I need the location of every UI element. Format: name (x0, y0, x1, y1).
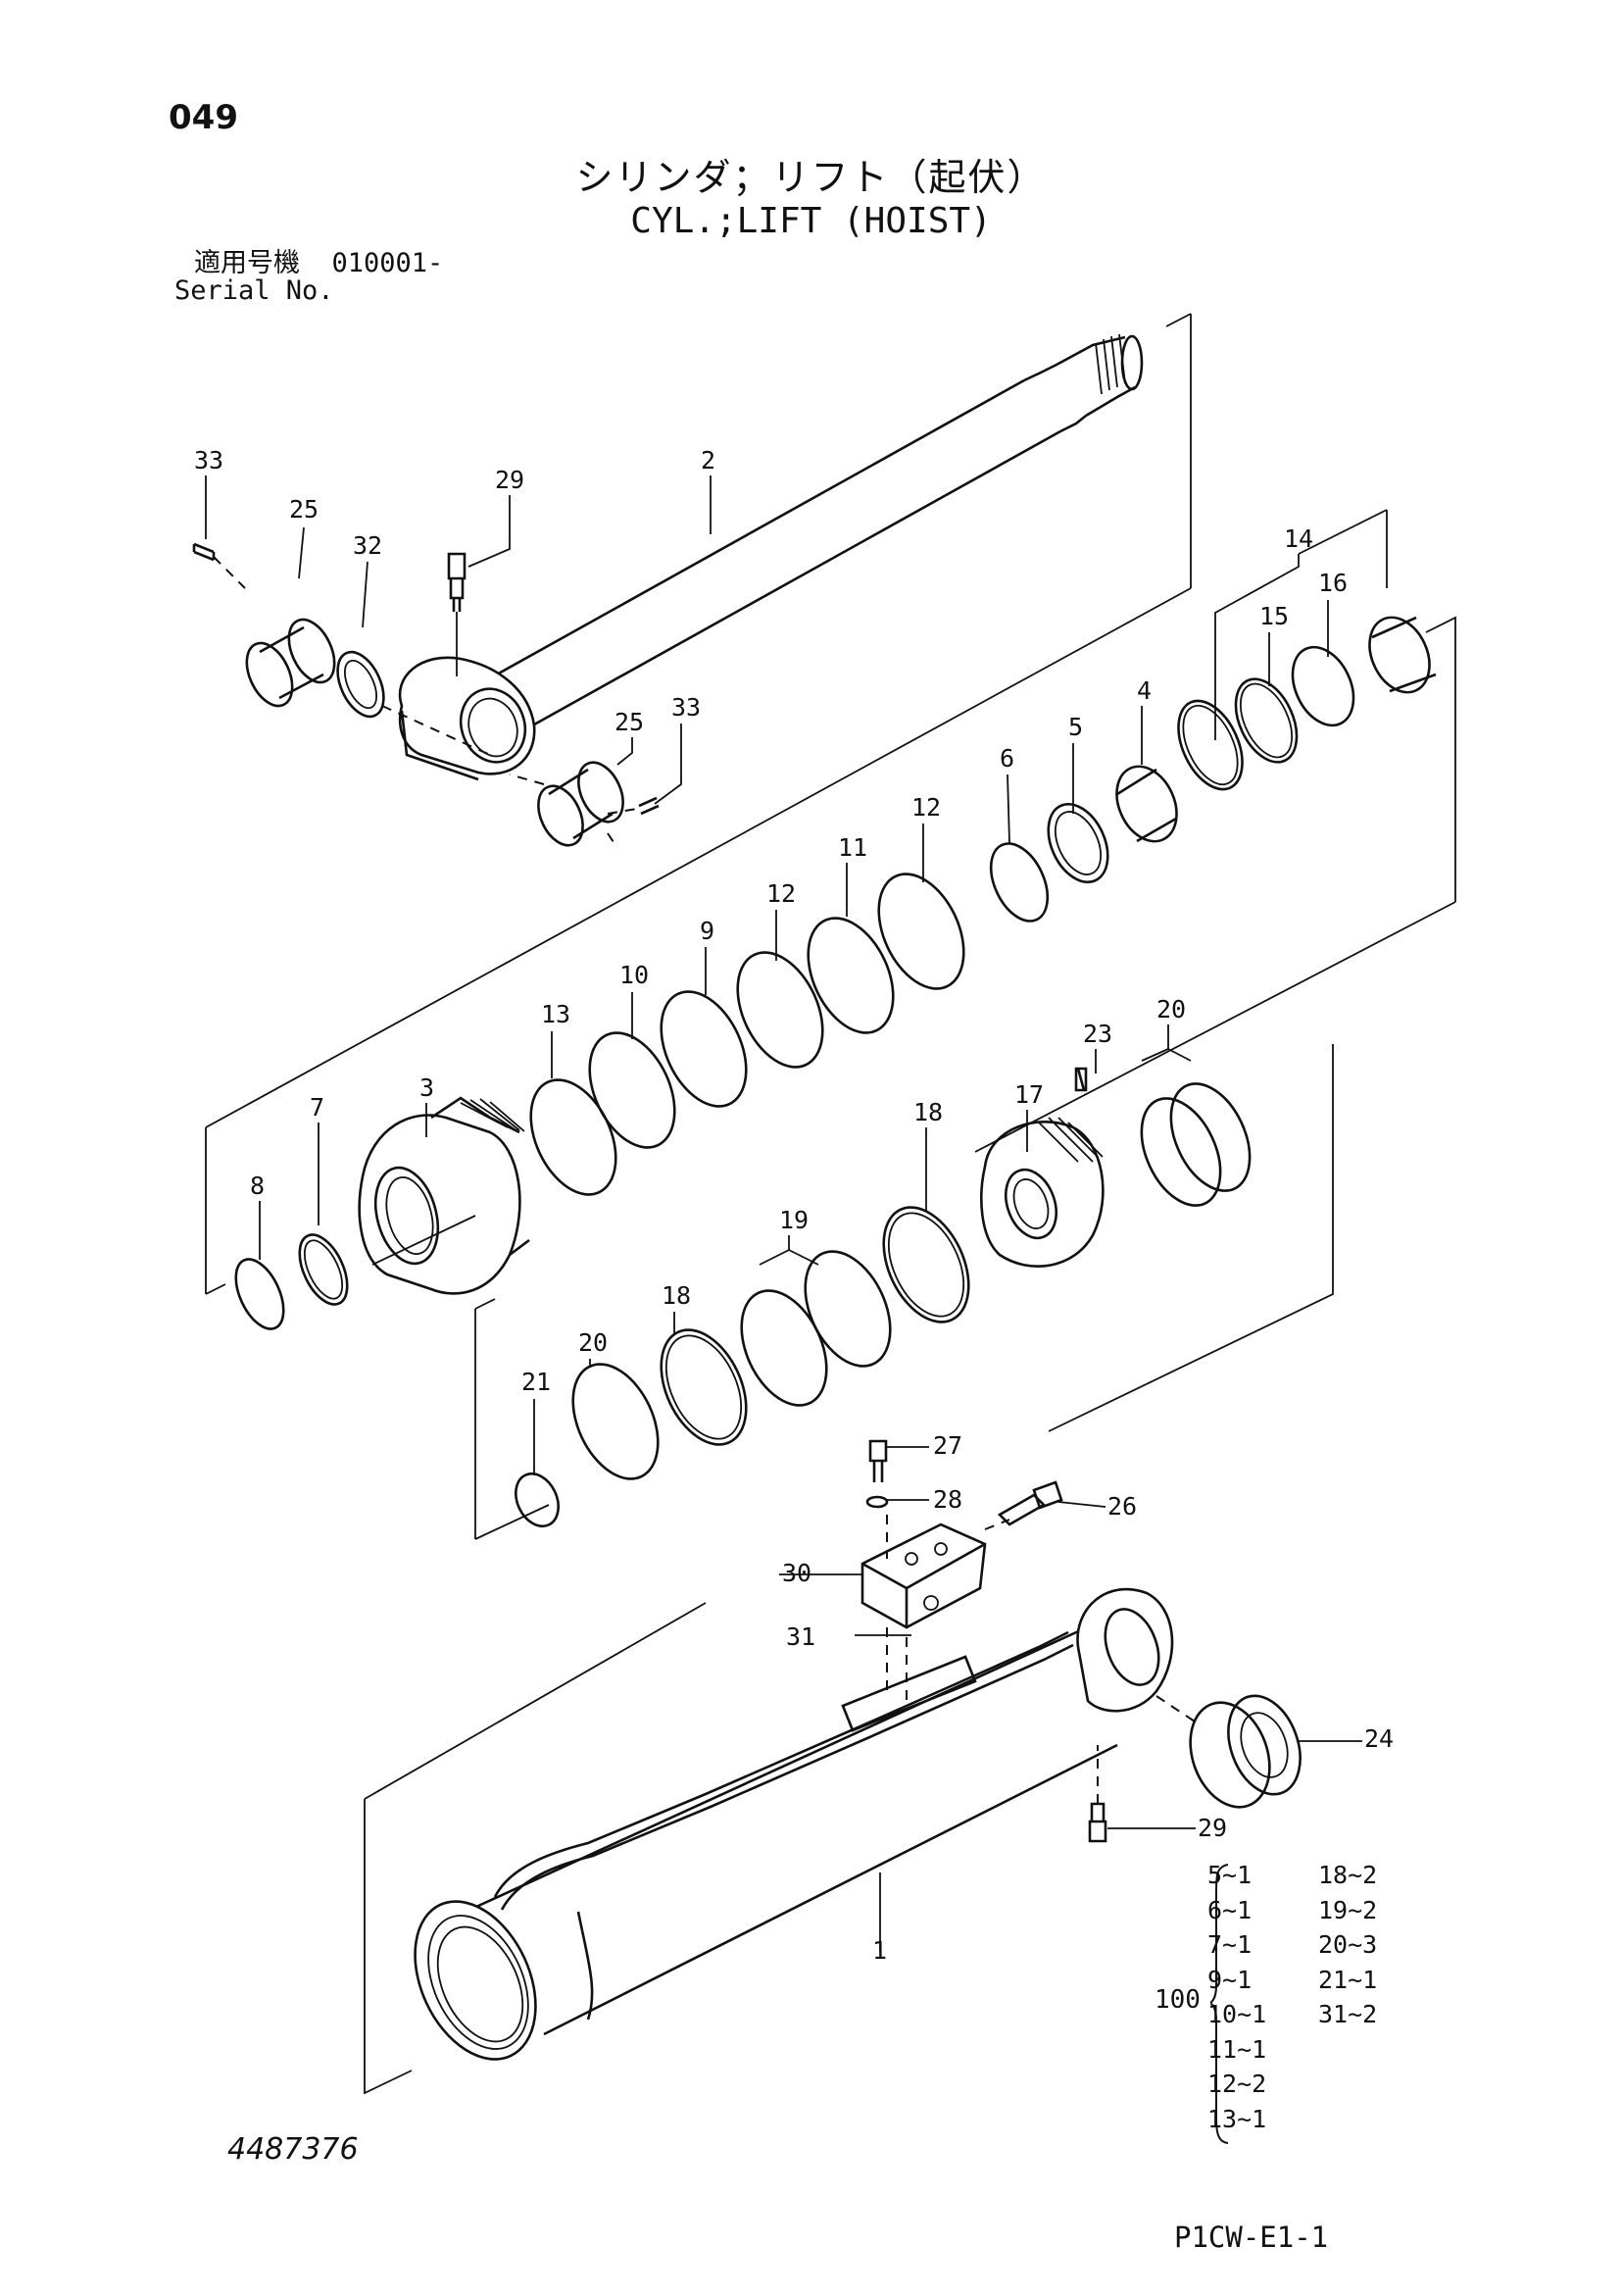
callout-labels: 33 25 32 29 2 25 33 14 15 16 4 5 6 12 11… (194, 446, 1394, 1965)
serial-label-en: Serial No. (174, 275, 334, 306)
callout-12a: 12 (911, 793, 941, 822)
callout-31: 31 (786, 1622, 815, 1651)
callout-12b: 12 (766, 879, 796, 908)
callout-33b: 33 (671, 693, 701, 722)
page-number: 049 (169, 98, 238, 137)
piston-and-lower-seals (515, 1067, 1252, 1528)
serial-label-jp: 適用号機 (194, 248, 300, 278)
callout-7: 7 (310, 1093, 324, 1122)
callout-18a: 18 (913, 1098, 943, 1126)
callout-29b: 29 (1198, 1814, 1227, 1842)
callout-10: 10 (619, 961, 649, 989)
callout-19: 19 (779, 1206, 809, 1234)
callout-25a: 25 (289, 495, 319, 524)
rod-eye-bushings (192, 542, 660, 849)
callout-4: 4 (1137, 676, 1152, 705)
cylinder-head (234, 1096, 530, 1330)
callout-8: 8 (250, 1172, 265, 1200)
piston-rod (398, 333, 1144, 781)
callout-33a: 33 (194, 446, 223, 474)
callout-13: 13 (541, 1000, 570, 1028)
callout-9: 9 (700, 917, 714, 945)
callout-27: 27 (933, 1431, 962, 1460)
callout-20a: 20 (1156, 995, 1186, 1023)
grease-nipple-top (447, 552, 467, 676)
callout-32: 32 (353, 531, 382, 560)
callout-20b: 20 (578, 1328, 608, 1357)
callout-21: 21 (521, 1368, 551, 1396)
title-japanese: シリンダ；リフト（起伏） (575, 156, 1047, 199)
callout-15: 15 (1259, 602, 1289, 630)
callout-18b: 18 (662, 1281, 691, 1310)
callout-29a: 29 (495, 466, 524, 494)
serial-value: 010001- (331, 248, 444, 278)
serial-block: 適用号機 010001- Serial No. (174, 250, 443, 305)
callout-16: 16 (1318, 569, 1348, 597)
title-english: CYL.;LIFT (HOIST) (630, 201, 992, 241)
callout-2: 2 (701, 446, 715, 474)
kit-brace (1210, 1864, 1229, 2144)
callout-26: 26 (1107, 1492, 1137, 1521)
assembly-frame-lines (205, 313, 1456, 2095)
valve-block (860, 1439, 1063, 1706)
leader-lines (205, 475, 1388, 1951)
document-number: 4487376 (227, 2132, 359, 2167)
callout-3: 3 (419, 1073, 434, 1102)
callout-11: 11 (838, 833, 867, 862)
seal-stack-upper (529, 616, 1437, 1196)
callout-17: 17 (1014, 1080, 1044, 1109)
callout-23: 23 (1083, 1020, 1112, 1048)
callout-25b: 25 (614, 708, 644, 736)
callout-24: 24 (1364, 1724, 1394, 1753)
callout-28: 28 (933, 1485, 962, 1514)
kit-label: 100 (1155, 1985, 1201, 2015)
callout-6: 6 (1000, 744, 1014, 773)
cylinder-tube (414, 1587, 1302, 2061)
callout-5: 5 (1068, 713, 1083, 741)
sheet-code: P1CW-E1-1 (1174, 2221, 1329, 2254)
callout-30: 30 (782, 1559, 811, 1587)
